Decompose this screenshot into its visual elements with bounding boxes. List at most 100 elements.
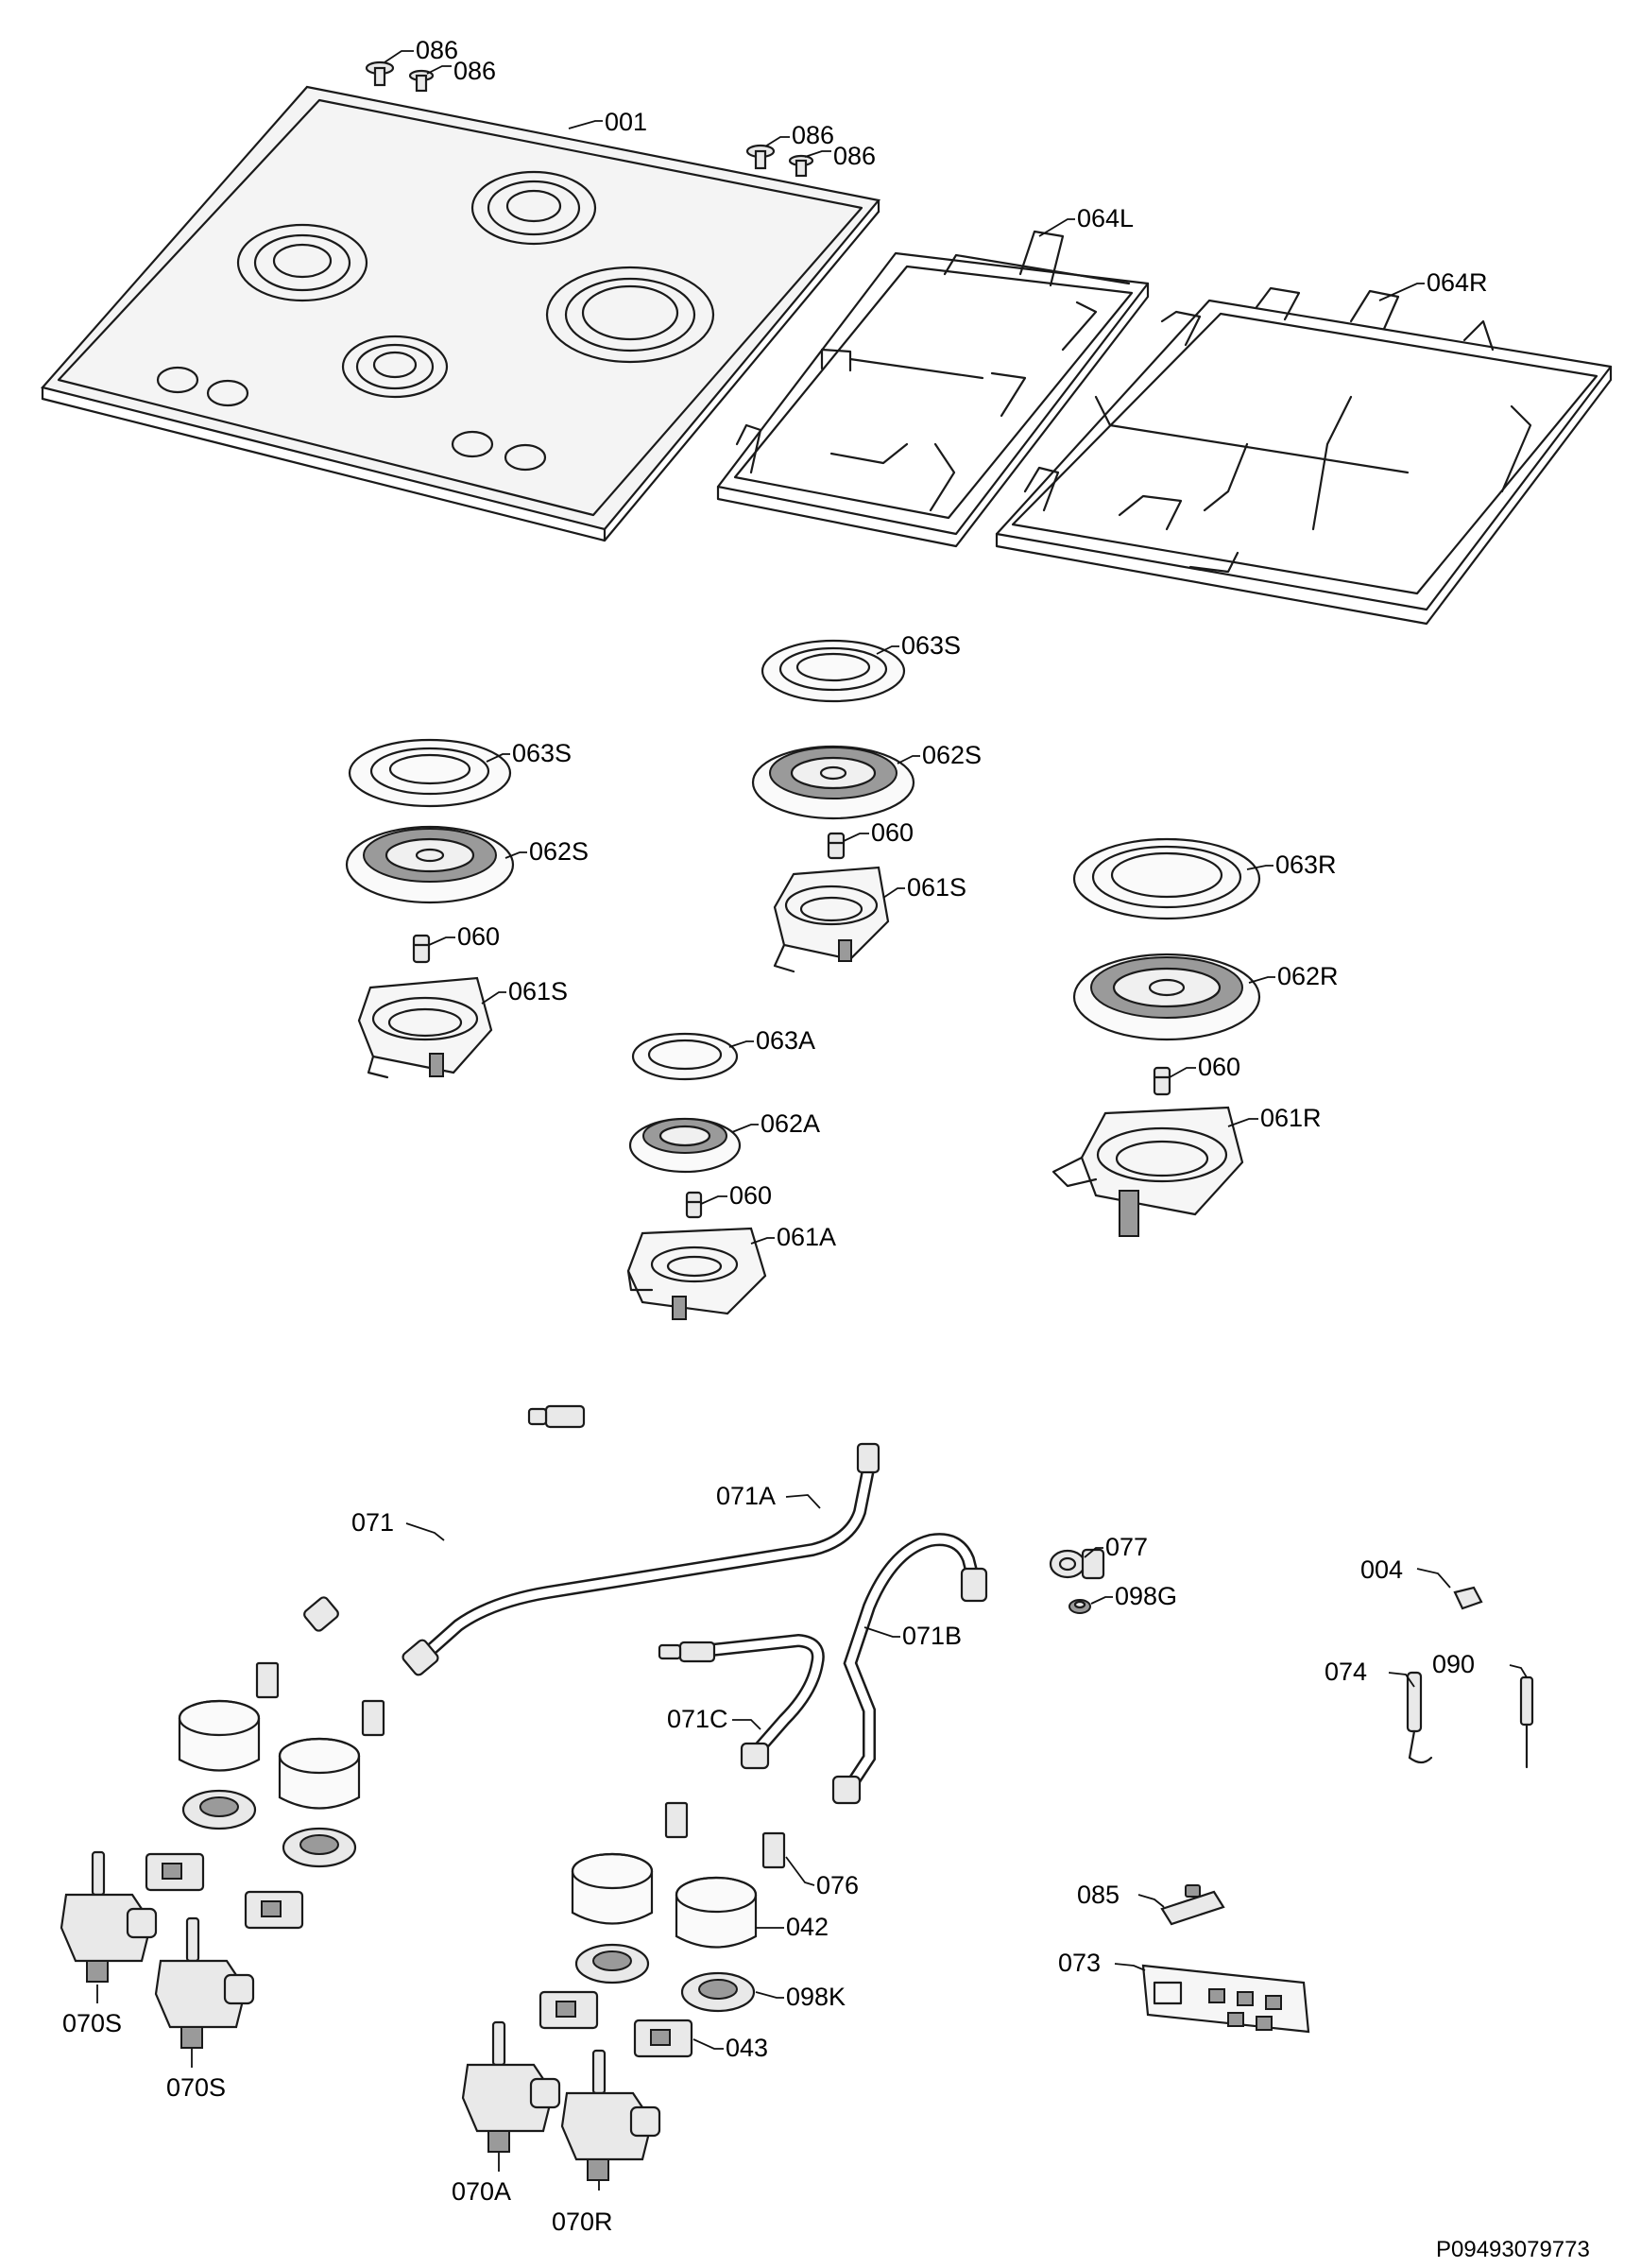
- burner-opening-rapid: [545, 266, 715, 364]
- callout-060: 060: [729, 1181, 772, 1210]
- control-knob-042-d: [675, 1876, 758, 1949]
- spark-generator-073: [1141, 1964, 1310, 2034]
- gas-tap-070s-a: [60, 1850, 158, 1983]
- callout-071b: 071B: [902, 1622, 962, 1650]
- callout-077: 077: [1105, 1533, 1148, 1561]
- control-knob-042-c: [571, 1852, 654, 1925]
- bezel-098k-b: [282, 1827, 357, 1868]
- burner-cup-061s-left: [357, 976, 493, 1079]
- callout-labels: 086 086 001 086 086 064L 064R 063S 063S …: [62, 36, 1488, 2236]
- callout-063s: 063S: [512, 739, 572, 767]
- callout-086: 086: [833, 142, 876, 170]
- burner-cup-061a: [626, 1227, 767, 1320]
- callout-064r: 064R: [1427, 268, 1488, 297]
- callout-070r: 070R: [552, 2208, 613, 2236]
- document-id: P09493079773: [1436, 2237, 1590, 2262]
- knob-bracket-076-a: [255, 1661, 385, 1737]
- callout-085: 085: [1077, 1881, 1120, 1909]
- callout-062s: 062S: [922, 741, 982, 769]
- gas-pipe-071b: [831, 1533, 988, 1805]
- gas-tap-070s-b: [154, 1916, 255, 2049]
- callout-076: 076: [816, 1871, 859, 1899]
- callout-098k: 098K: [786, 1983, 846, 2011]
- callout-061s: 061S: [508, 977, 568, 1005]
- callout-063s: 063S: [901, 631, 961, 660]
- callout-063r: 063R: [1275, 850, 1337, 879]
- callout-073: 073: [1058, 1949, 1101, 1977]
- knob-holes: [156, 366, 547, 472]
- burner-cap-063s-left: [348, 738, 512, 808]
- burner-cap-063r: [1072, 837, 1261, 920]
- callout-042: 042: [786, 1913, 829, 1941]
- pan-support-right: [995, 286, 1613, 626]
- injector-060-left: [412, 934, 431, 964]
- callout-064l: 064L: [1077, 204, 1134, 232]
- callout-071: 071: [351, 1508, 394, 1537]
- burner-opening-auxiliary: [341, 335, 449, 399]
- callout-090: 090: [1432, 1650, 1475, 1678]
- callout-061s: 061S: [907, 873, 966, 902]
- callout-086: 086: [416, 36, 458, 64]
- callout-001: 001: [605, 108, 647, 136]
- gas-pipe-071a: [402, 1442, 880, 1676]
- seal-098g: [1068, 1599, 1091, 1614]
- injector-060-center: [827, 832, 846, 860]
- callout-070s: 070S: [62, 2009, 122, 2037]
- burner-crown-062s-left: [345, 825, 515, 904]
- injector-060-rapid: [1153, 1066, 1171, 1096]
- microswitch-043-d: [633, 2019, 693, 2058]
- burner-cap-063a: [631, 1032, 739, 1081]
- burner-crown-062s-center: [751, 745, 915, 820]
- callout-043: 043: [726, 2034, 768, 2062]
- bezel-098k-c: [574, 1943, 650, 1984]
- callout-063a: 063A: [756, 1026, 815, 1055]
- callout-071a: 071A: [716, 1482, 776, 1510]
- burner-opening-semi-rapid-rear: [470, 170, 597, 246]
- gas-tap-070a: [461, 2020, 561, 2153]
- microswitch-043-a: [145, 1852, 205, 1892]
- gas-pipe-071: [303, 1401, 690, 1632]
- microswitch-043-c: [538, 1990, 599, 2030]
- thermocouple-090: [1519, 1675, 1534, 1769]
- callout-060: 060: [1198, 1053, 1240, 1081]
- control-knob-042-a: [178, 1699, 261, 1772]
- elbow-fitting-077: [1049, 1548, 1105, 1580]
- burner-cap-063s-center: [761, 639, 906, 703]
- screw-icon: [745, 144, 776, 170]
- hob-top-panel: [40, 85, 881, 542]
- callout-098g: 098G: [1115, 1582, 1177, 1610]
- ignition-button-085: [1160, 1884, 1225, 1926]
- burner-crown-062a: [628, 1117, 742, 1174]
- callout-086: 086: [792, 121, 834, 149]
- burner-opening-semi-rapid-left: [236, 223, 368, 302]
- callout-062a: 062A: [761, 1109, 820, 1138]
- callout-071c: 071C: [667, 1705, 728, 1733]
- callout-070s: 070S: [166, 2073, 226, 2102]
- microswitch-043-b: [244, 1890, 304, 1930]
- clip-004: [1453, 1586, 1483, 1610]
- callout-062s: 062S: [529, 837, 589, 866]
- callout-070a: 070A: [452, 2177, 511, 2206]
- burner-crown-062r: [1072, 953, 1261, 1041]
- injector-060-aux: [685, 1191, 703, 1219]
- control-knob-042-b: [278, 1737, 361, 1810]
- callout-061r: 061R: [1260, 1104, 1322, 1132]
- screws-086: [365, 60, 814, 178]
- callout-061a: 061A: [777, 1223, 836, 1251]
- callout-060: 060: [871, 818, 914, 847]
- gas-tap-070r: [560, 2049, 661, 2181]
- ignition-electrode-074: [1406, 1671, 1433, 1764]
- burner-cup-061s-center: [773, 866, 890, 973]
- gas-pipe-071c: [658, 1633, 825, 1770]
- leader-lines: [96, 50, 1528, 2191]
- callout-060: 060: [457, 922, 500, 951]
- bezel-098k-a: [181, 1789, 257, 1830]
- callout-086: 086: [453, 57, 496, 85]
- bezel-098k-d: [680, 1971, 756, 2013]
- callout-074: 074: [1325, 1658, 1367, 1686]
- pan-support-left: [716, 230, 1150, 548]
- screw-icon: [408, 69, 435, 93]
- screw-icon: [365, 60, 395, 87]
- callout-004: 004: [1360, 1555, 1403, 1584]
- knob-bracket-076-b: [664, 1801, 786, 1869]
